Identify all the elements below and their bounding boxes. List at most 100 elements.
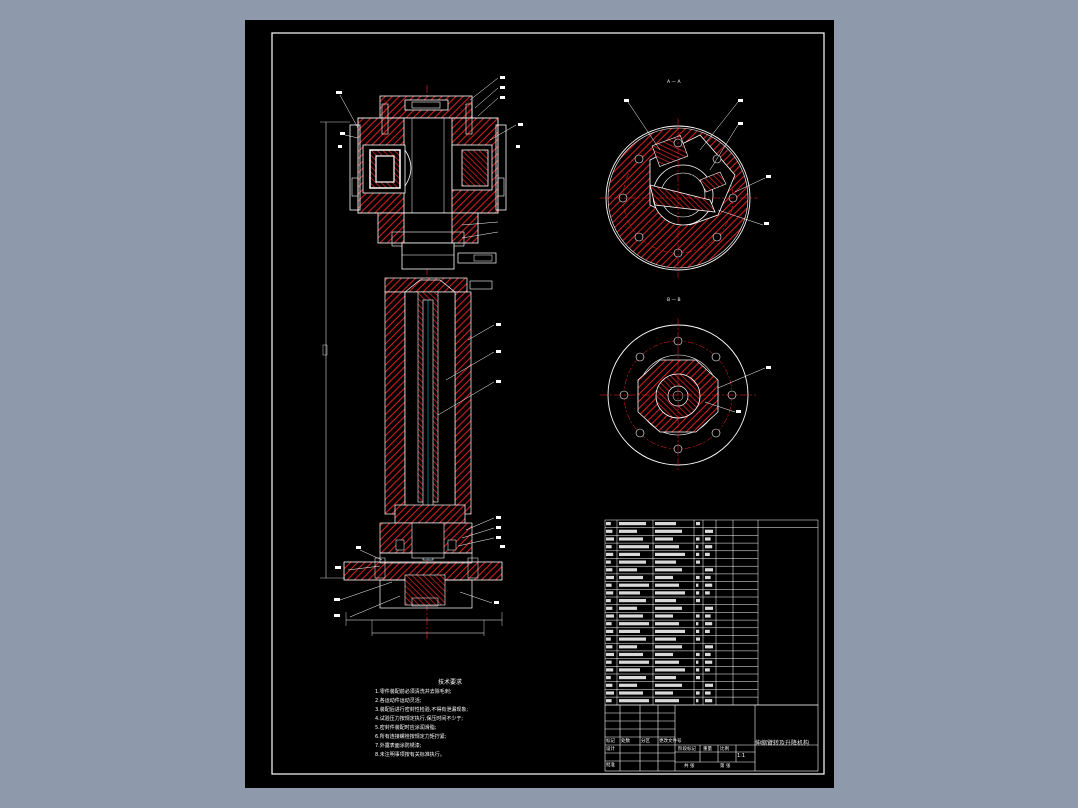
parts-list-text-mark	[655, 660, 679, 664]
parts-list-text-mark	[696, 522, 700, 526]
parts-list-text-mark	[696, 552, 700, 556]
parts-list-text-mark	[705, 529, 713, 533]
parts-list-text-mark	[655, 676, 676, 680]
parts-list-text-mark	[619, 575, 643, 580]
main-assembly-view	[320, 76, 523, 640]
parts-list-text-mark	[696, 652, 700, 657]
section-b-label: B — B	[667, 298, 681, 303]
technical-note-line: 5.密封件装配时应涂润滑脂;	[375, 725, 437, 731]
technical-note-line: 3.装配后进行密封性检验,不得有泄漏现象;	[375, 707, 469, 713]
technical-note-line: 2.各运动件运动灵活;	[375, 698, 422, 704]
parts-list-text-mark	[619, 622, 649, 626]
parts-list-text-mark	[655, 614, 673, 618]
parts-list-text-mark	[619, 668, 640, 672]
parts-list-text-mark	[619, 591, 640, 595]
parts-list-text-mark	[619, 560, 646, 564]
parts-list-text-mark	[619, 652, 643, 657]
section-a-view	[600, 99, 771, 278]
parts-list-text-mark	[619, 629, 640, 633]
parts-list-text-mark	[705, 668, 710, 672]
drawing-scale: 1:1	[737, 753, 746, 759]
parts-list-text-mark	[705, 683, 713, 687]
parts-list-text-mark	[619, 614, 643, 618]
parts-list-text-mark	[705, 660, 713, 664]
technical-notes: 技术要求 1.零件装配前必须清洗并去除毛刺; 2.各运动件运动灵活; 3.装配后…	[375, 678, 525, 760]
tb-label-approve: 批准	[606, 763, 615, 768]
parts-list-text-mark	[696, 637, 700, 641]
parts-list-text-mark	[606, 645, 613, 649]
tb-label-stage: 阶段标记	[678, 747, 696, 752]
parts-list-text-mark	[705, 552, 710, 556]
parts-list-text-mark	[606, 552, 614, 556]
parts-list-text-mark	[696, 537, 700, 541]
parts-list-text-mark	[606, 676, 611, 680]
tb-label-ratio: 比例	[720, 747, 729, 752]
parts-list-text-mark	[655, 545, 679, 549]
parts-list-text-mark	[619, 683, 637, 687]
parts-list-text-mark	[619, 552, 640, 556]
parts-list-text-mark	[606, 622, 612, 626]
parts-list-text-mark	[619, 676, 646, 680]
parts-list-text-mark	[606, 560, 611, 564]
parts-list-text-mark	[655, 560, 676, 564]
parts-list-text-mark	[705, 629, 710, 633]
parts-list-text-mark	[606, 575, 614, 580]
parts-list-text-mark	[705, 614, 711, 618]
technical-note-line: 4.试验压力按规定执行,保压时间不少于;	[375, 716, 464, 722]
parts-list-text-mark	[655, 637, 676, 641]
technical-notes-title: 技术要求	[437, 679, 462, 686]
parts-list-text-mark	[696, 629, 700, 633]
parts-list-text-mark	[655, 568, 682, 572]
parts-list-table	[604, 519, 819, 706]
parts-list-text-mark	[655, 583, 679, 587]
parts-list-text-mark	[606, 529, 613, 533]
parts-list-text-mark	[696, 622, 699, 626]
parts-list-text-mark	[696, 660, 699, 664]
parts-list-text-mark	[619, 529, 637, 533]
parts-list-text-mark	[655, 591, 685, 595]
parts-list-text-mark	[606, 568, 613, 572]
parts-list-text-mark	[655, 537, 673, 541]
parts-list-text-mark	[619, 645, 637, 649]
parts-list-text-mark	[705, 652, 711, 657]
tb-label-change: 更改文件号	[659, 739, 682, 744]
drawing-title: 伸缩臂转及升降机构	[755, 740, 810, 747]
parts-list-text-mark	[655, 683, 682, 687]
title-block	[604, 704, 819, 772]
parts-list-text-mark	[655, 552, 685, 556]
parts-list-text-mark	[606, 637, 611, 641]
parts-list-text-mark	[696, 560, 700, 564]
parts-list-text-mark	[655, 668, 685, 672]
parts-list-text-mark	[619, 637, 646, 641]
parts-list-text-mark	[606, 629, 614, 633]
parts-list-text-mark	[619, 606, 637, 610]
parts-list-text-mark	[705, 537, 711, 541]
parts-list-text-mark	[619, 660, 649, 664]
parts-list-text-mark	[696, 614, 700, 618]
parts-list-text-mark	[655, 529, 682, 533]
parts-list-text-mark	[655, 575, 673, 580]
parts-list-text-mark	[606, 522, 611, 526]
parts-list-text-mark	[606, 691, 614, 695]
parts-list-text-mark	[619, 583, 649, 587]
parts-list-text-mark	[655, 699, 679, 703]
parts-list-text-mark	[619, 522, 646, 526]
parts-list-text-mark	[606, 599, 611, 603]
parts-list-text-mark	[696, 668, 700, 672]
parts-list-text-mark	[619, 537, 643, 541]
parts-list-text-mark	[619, 599, 646, 603]
parts-list-text-mark	[606, 606, 613, 610]
parts-list-text-mark	[619, 545, 649, 549]
parts-list-text-mark	[696, 591, 700, 595]
parts-list-text-mark	[696, 676, 700, 680]
parts-list-text-mark	[619, 691, 643, 695]
technical-note-line: 6.所有连接螺栓按规定力矩拧紧;	[375, 734, 447, 740]
parts-list-text-mark	[606, 614, 614, 618]
parts-list-text-mark	[619, 568, 637, 572]
parts-list-text-mark	[655, 645, 682, 649]
parts-list-text-mark	[705, 606, 713, 610]
parts-list-text-mark	[705, 568, 713, 572]
parts-list-text-mark	[705, 691, 711, 695]
tb-label-sheet-no: 第 张	[720, 764, 731, 769]
